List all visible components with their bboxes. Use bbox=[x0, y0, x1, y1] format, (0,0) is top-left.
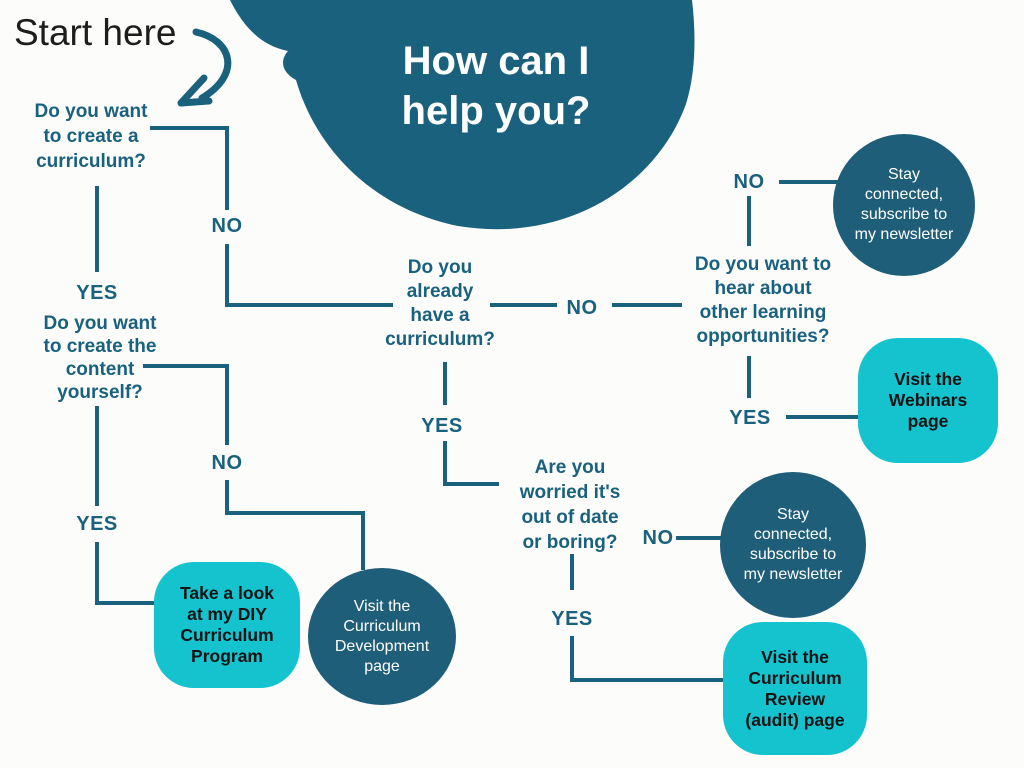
connector-line bbox=[225, 364, 229, 445]
start-here-label: Start here bbox=[14, 12, 177, 53]
connector-line bbox=[443, 441, 447, 486]
connector-line bbox=[786, 415, 860, 419]
connector-line bbox=[779, 180, 840, 184]
connector-line bbox=[443, 362, 447, 405]
question-create-content-yourself: Do you want to create the content yourse… bbox=[43, 313, 157, 403]
connector-line bbox=[225, 244, 229, 307]
node-curriculum-review-page-label: Visit the Curriculum Review (audit) page bbox=[745, 646, 845, 730]
node-diy-program-label: Take a look at my DIY Curriculum Program bbox=[179, 583, 275, 666]
connector-line bbox=[95, 186, 99, 272]
label-no-create-content: NO bbox=[211, 452, 243, 474]
node-curriculum-development-page-label: Visit the Curriculum Development page bbox=[334, 597, 430, 675]
connector-line bbox=[95, 601, 158, 605]
label-yes-already-have: YES bbox=[421, 415, 463, 437]
connector-line bbox=[747, 196, 751, 246]
connector-line bbox=[225, 480, 229, 515]
label-no-already-have: NO bbox=[566, 297, 598, 319]
question-already-have-curriculum: Do you already have a curriculum? bbox=[385, 257, 495, 350]
question-create-curriculum: Do you want to create a curriculum? bbox=[34, 101, 148, 172]
label-no-create-curriculum: NO bbox=[211, 215, 243, 237]
question-hear-about-opportunities: Do you want to hear about other learning… bbox=[694, 254, 832, 347]
node-newsletter-top-label: Stay connected, subscribe to my newslett… bbox=[854, 166, 954, 243]
question-worried-out-of-date: Are you worried it's out of date or bori… bbox=[519, 457, 621, 553]
node-curriculum-review-page[interactable]: Visit the Curriculum Review (audit) page bbox=[723, 622, 867, 755]
connector-line bbox=[570, 678, 726, 682]
connector-line bbox=[443, 482, 499, 486]
connector-line bbox=[225, 126, 229, 210]
connector-line bbox=[225, 303, 393, 307]
node-newsletter-bottom[interactable]: Stay connected, subscribe to my newslett… bbox=[720, 472, 866, 618]
node-curriculum-development-page[interactable]: Visit the Curriculum Development page bbox=[308, 568, 456, 705]
connector-line bbox=[95, 542, 99, 603]
label-yes-create-curriculum: YES bbox=[76, 282, 118, 304]
label-yes-create-content: YES bbox=[76, 513, 118, 535]
label-no-hear-about: NO bbox=[733, 171, 765, 193]
node-webinars-page-label: Visit the Webinars page bbox=[888, 369, 968, 431]
label-no-worried: NO bbox=[642, 527, 674, 549]
connector-line bbox=[570, 636, 574, 682]
connector-line bbox=[143, 364, 229, 368]
connector-line bbox=[490, 303, 557, 307]
connector-line bbox=[747, 356, 751, 398]
node-diy-program[interactable]: Take a look at my DIY Curriculum Program bbox=[154, 562, 300, 688]
connector-line bbox=[150, 126, 229, 130]
connector-line bbox=[612, 303, 682, 307]
label-yes-worried: YES bbox=[551, 608, 593, 630]
node-newsletter-bottom-label: Stay connected, subscribe to my newslett… bbox=[743, 506, 843, 583]
connector-line bbox=[570, 554, 574, 590]
connector-line bbox=[225, 511, 365, 515]
connector-line bbox=[361, 513, 365, 570]
connector-line bbox=[676, 536, 722, 540]
node-webinars-page[interactable]: Visit the Webinars page bbox=[858, 338, 998, 463]
connector-line bbox=[95, 406, 99, 506]
label-yes-hear-about: YES bbox=[729, 407, 771, 429]
node-newsletter-top[interactable]: Stay connected, subscribe to my newslett… bbox=[833, 134, 975, 276]
bubble-title: How can I help you? bbox=[401, 39, 591, 133]
